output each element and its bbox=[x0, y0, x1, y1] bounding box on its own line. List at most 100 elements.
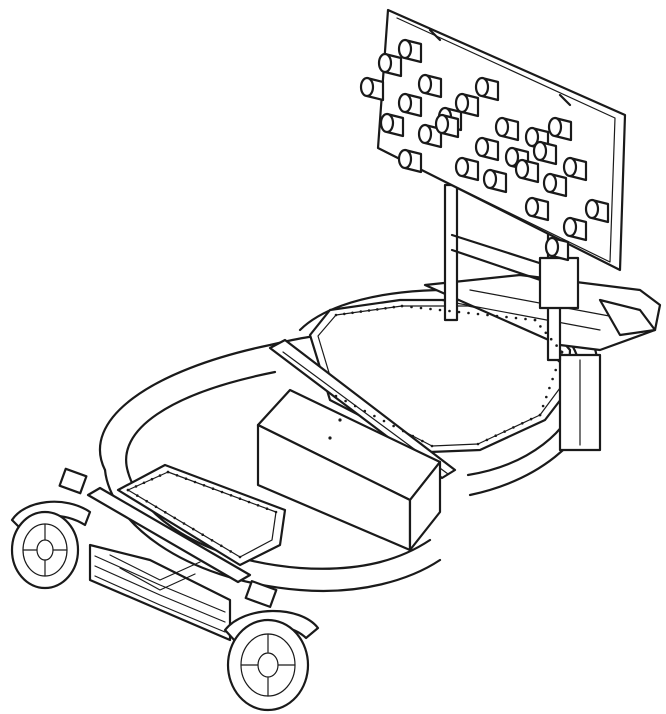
rivet bbox=[154, 505, 158, 509]
rivet bbox=[334, 313, 338, 317]
rivet bbox=[476, 442, 480, 446]
lamp bbox=[454, 92, 480, 118]
arrow-board-lamps bbox=[359, 38, 610, 262]
rivet bbox=[220, 490, 224, 494]
rivet bbox=[539, 325, 542, 328]
rivet bbox=[382, 419, 386, 423]
rivet bbox=[182, 522, 186, 525]
rivet bbox=[549, 337, 553, 341]
lamp bbox=[397, 148, 423, 174]
lamp bbox=[417, 123, 443, 149]
rivet bbox=[247, 500, 251, 504]
rivet bbox=[392, 424, 395, 428]
rivet bbox=[158, 474, 162, 477]
lamp bbox=[542, 172, 568, 198]
rivet bbox=[142, 481, 146, 485]
lamp bbox=[514, 158, 540, 184]
rivet bbox=[448, 309, 451, 313]
rivet bbox=[384, 307, 387, 310]
rivet bbox=[485, 438, 489, 442]
rivet bbox=[353, 404, 357, 408]
rivet bbox=[211, 487, 215, 491]
mast bbox=[443, 183, 580, 362]
lamp bbox=[397, 38, 423, 64]
rivet bbox=[557, 359, 561, 363]
lamp bbox=[474, 136, 500, 162]
hitch-tongue bbox=[423, 273, 662, 452]
rivet bbox=[410, 305, 413, 309]
right-wheel bbox=[223, 609, 320, 712]
rivet bbox=[486, 313, 489, 317]
rivet bbox=[238, 497, 242, 501]
rivet bbox=[376, 308, 379, 311]
rivet bbox=[551, 377, 554, 381]
rivet bbox=[467, 311, 470, 315]
rivet bbox=[529, 417, 533, 421]
rivet bbox=[256, 504, 260, 507]
rivet bbox=[220, 544, 223, 548]
rivet bbox=[367, 309, 371, 312]
rivet bbox=[229, 550, 232, 553]
rivet bbox=[136, 494, 139, 497]
rivet bbox=[400, 304, 404, 308]
rivet bbox=[126, 488, 130, 492]
rivet bbox=[503, 430, 506, 433]
rivet bbox=[541, 404, 545, 408]
lamp bbox=[562, 156, 588, 182]
rivet bbox=[438, 308, 442, 312]
lamp bbox=[377, 52, 403, 78]
lamp bbox=[379, 112, 405, 138]
rivet bbox=[545, 395, 548, 399]
lamp bbox=[482, 168, 508, 194]
rivet bbox=[392, 305, 396, 309]
rivet bbox=[193, 480, 197, 484]
rivet bbox=[150, 477, 154, 481]
left-wheel bbox=[10, 500, 92, 590]
rivet bbox=[134, 485, 138, 488]
rivet bbox=[173, 516, 176, 520]
rivet bbox=[201, 533, 204, 536]
rivet bbox=[401, 429, 405, 433]
rivet bbox=[274, 510, 278, 514]
rivet bbox=[343, 312, 346, 316]
lamp bbox=[494, 116, 520, 142]
rivet bbox=[495, 314, 499, 318]
lamp bbox=[359, 76, 385, 102]
lamp bbox=[454, 156, 480, 182]
lamp bbox=[547, 116, 573, 142]
rivet bbox=[429, 307, 432, 311]
deck-rivets bbox=[126, 304, 564, 559]
lamp bbox=[397, 92, 423, 118]
rivet bbox=[521, 422, 524, 425]
rivet bbox=[265, 507, 269, 511]
rivet bbox=[554, 368, 557, 372]
lamp bbox=[434, 113, 460, 139]
rear-deck bbox=[86, 463, 287, 584]
lamp bbox=[474, 76, 500, 102]
rivet bbox=[476, 312, 480, 316]
rivet bbox=[514, 316, 518, 320]
rivet bbox=[411, 434, 415, 438]
lamp bbox=[562, 216, 588, 242]
rivet bbox=[505, 315, 508, 319]
rivet bbox=[494, 434, 498, 438]
rivet bbox=[457, 310, 461, 314]
rivet bbox=[166, 470, 170, 474]
rivet bbox=[512, 426, 515, 429]
rivet bbox=[533, 318, 537, 322]
rivet bbox=[363, 409, 367, 413]
battery-box bbox=[256, 388, 442, 552]
rivet bbox=[145, 499, 148, 503]
tail-lights bbox=[58, 467, 278, 609]
rivet bbox=[421, 439, 424, 443]
rivet bbox=[344, 399, 347, 403]
rivet bbox=[351, 311, 354, 315]
rivet bbox=[184, 477, 188, 481]
rivet bbox=[359, 310, 363, 313]
rivet bbox=[555, 344, 558, 347]
rivet bbox=[560, 350, 564, 354]
rivet bbox=[538, 413, 542, 417]
rivet bbox=[229, 494, 233, 497]
rivet bbox=[238, 555, 242, 559]
lamp bbox=[417, 73, 443, 99]
